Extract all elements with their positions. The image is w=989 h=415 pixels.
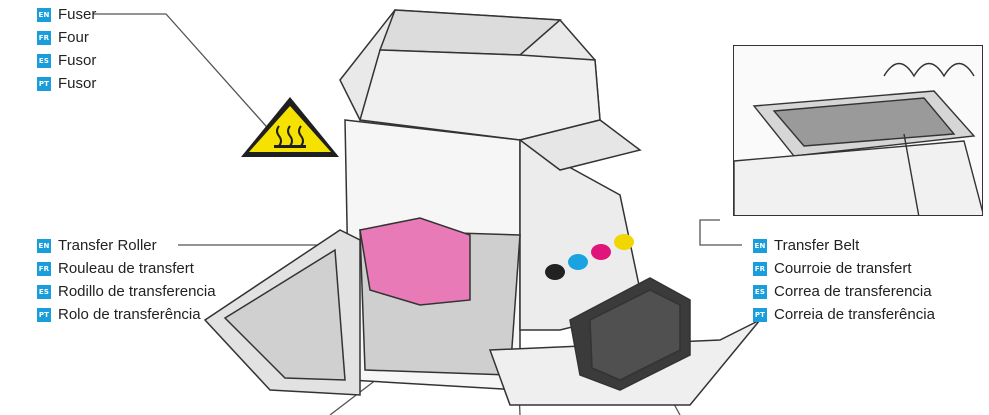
transfer-roller-label-es: Rodillo de transferencia <box>58 283 216 300</box>
transfer-belt-drawing <box>734 46 983 216</box>
language-badge-es: ES <box>37 54 51 68</box>
transfer-belt-label-en: Transfer Belt <box>774 237 859 254</box>
fuser-row-fr: FR Four <box>37 26 96 49</box>
transfer-belt-label-pt: Correia de transferência <box>774 306 935 323</box>
language-badge-pt: PT <box>37 77 51 91</box>
language-badge-fr: FR <box>37 31 51 45</box>
fuser-label-es: Fusor <box>58 52 96 69</box>
fuser-row-en: EN Fuser <box>37 3 96 26</box>
transfer-roller-label-group: EN Transfer Roller FR Rouleau de transfe… <box>37 234 216 326</box>
language-badge-pt: PT <box>37 308 51 322</box>
fuser-row-pt: PT Fusor <box>37 72 96 95</box>
transfer-belt-row-fr: FR Courroie de transfert <box>753 257 935 280</box>
fuser-label-group: EN Fuser FR Four ES Fusor PT Fusor <box>37 3 96 95</box>
transfer-roller-row-en: EN Transfer Roller <box>37 234 216 257</box>
fuser-label-fr: Four <box>58 29 89 46</box>
hot-surface-warning-icon <box>241 97 339 157</box>
transfer-roller-row-es: ES Rodillo de transferencia <box>37 280 216 303</box>
transfer-roller-label-pt: Rolo de transferência <box>58 306 201 323</box>
fuser-label-en: Fuser <box>58 6 96 23</box>
language-badge-es: ES <box>753 285 767 299</box>
transfer-belt-photo <box>733 45 983 216</box>
fuser-leader-line <box>93 14 290 153</box>
transfer-roller-label-fr: Rouleau de transfert <box>58 260 194 277</box>
language-badge-fr: FR <box>753 262 767 276</box>
transfer-roller-row-pt: PT Rolo de transferência <box>37 303 216 326</box>
transfer-roller-label-en: Transfer Roller <box>58 237 157 254</box>
transfer-belt-label-es: Correa de transferencia <box>774 283 932 300</box>
transfer-belt-label-fr: Courroie de transfert <box>774 260 912 277</box>
transfer-belt-row-pt: PT Correia de transferência <box>753 303 935 326</box>
language-badge-es: ES <box>37 285 51 299</box>
fuser-label-pt: Fusor <box>58 75 96 92</box>
fuser-row-es: ES Fusor <box>37 49 96 72</box>
language-badge-en: EN <box>753 239 767 253</box>
language-badge-en: EN <box>37 239 51 253</box>
language-badge-fr: FR <box>37 262 51 276</box>
transfer-belt-row-en: EN Transfer Belt <box>753 234 935 257</box>
transfer-roller-row-fr: FR Rouleau de transfert <box>37 257 216 280</box>
language-badge-pt: PT <box>753 308 767 322</box>
transfer-belt-leader-line <box>700 220 742 245</box>
language-badge-en: EN <box>37 8 51 22</box>
printer-body <box>205 10 760 405</box>
transfer-belt-label-group: EN Transfer Belt FR Courroie de transfer… <box>753 234 935 326</box>
transfer-belt-row-es: ES Correa de transferencia <box>753 280 935 303</box>
